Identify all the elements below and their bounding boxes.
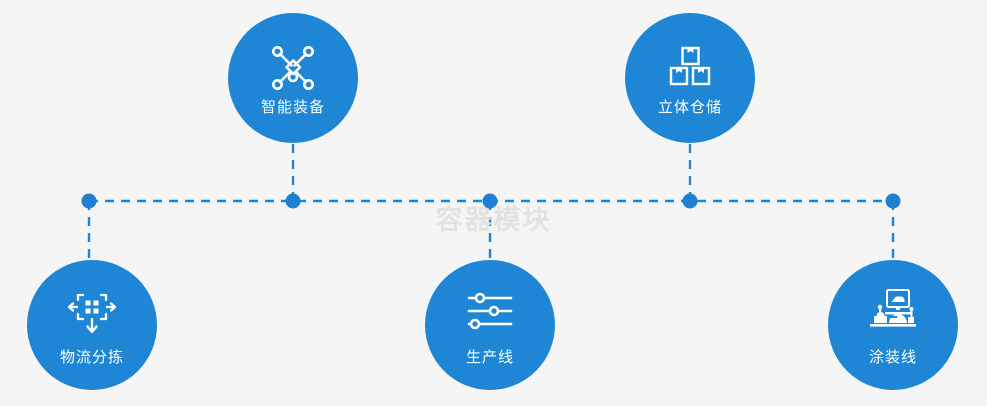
node-warehouse-storage[interactable]: 立体仓储 <box>625 13 755 143</box>
spine-dot-warehouse <box>682 193 698 209</box>
node-label-warehouse-storage: 立体仓储 <box>657 98 722 116</box>
node-label-production-line: 生产线 <box>465 348 514 366</box>
spine-dot-smart-equipment <box>285 193 301 209</box>
node-logistics-sorting[interactable]: 物流分拣 <box>27 260 157 390</box>
node-smart-equipment[interactable]: 智能装备 <box>228 13 358 143</box>
sliders-icon <box>464 286 516 338</box>
node-label-coating-line: 涂装线 <box>868 348 917 366</box>
node-coating-line[interactable]: 涂装线 <box>828 260 958 390</box>
paint-booth-icon <box>867 286 919 338</box>
node-production-line[interactable]: 生产线 <box>425 260 555 390</box>
sorting-arrows-icon <box>66 286 118 338</box>
spine-dot-logistics <box>81 193 97 209</box>
node-label-logistics-sorting: 物流分拣 <box>59 348 124 366</box>
stacked-boxes-icon <box>664 42 716 94</box>
spine-dot-coating-line <box>885 193 901 209</box>
spine-dot-production-line <box>482 193 498 209</box>
network-nodes-icon <box>267 42 319 94</box>
node-label-smart-equipment: 智能装备 <box>260 98 325 116</box>
